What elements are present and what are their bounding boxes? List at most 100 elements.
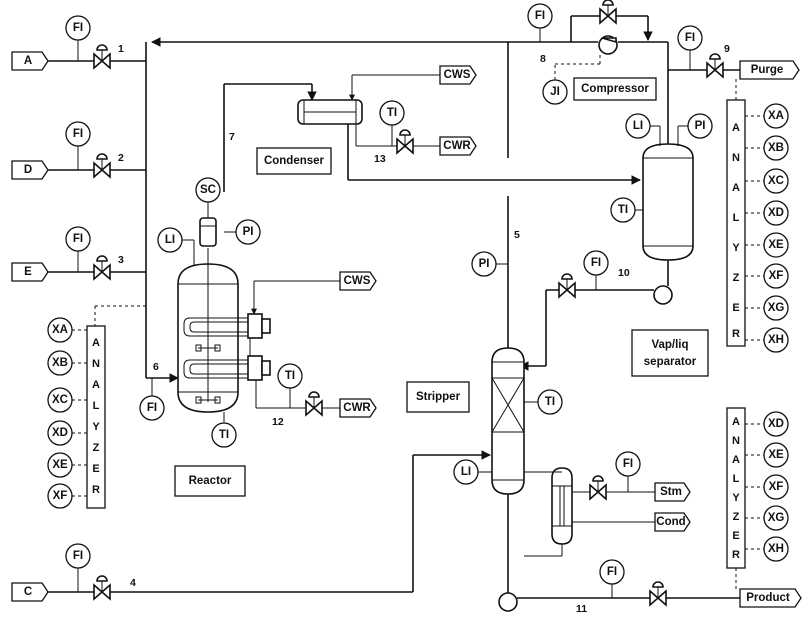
purge-label: Purge: [751, 64, 784, 76]
compressor-label-box: Compressor: [573, 77, 657, 101]
svg-text:A: A: [732, 122, 740, 134]
stream-numbers: 1 2 3 4 5 6 7 8 9 10 11 12 13: [118, 43, 730, 615]
feed-a-stream: A: [11, 51, 49, 71]
svg-text:FI: FI: [607, 566, 617, 578]
svg-text:Z: Z: [93, 442, 100, 454]
svg-text:CWR: CWR: [343, 402, 371, 414]
svg-text:N: N: [732, 152, 740, 164]
svg-text:PI: PI: [695, 120, 706, 132]
purge-line: Purge: [668, 53, 800, 80]
svg-text:XF: XF: [769, 270, 784, 282]
svg-text:XE: XE: [768, 239, 784, 251]
svg-text:CWS: CWS: [444, 69, 471, 81]
svg-text:XB: XB: [52, 357, 68, 369]
vap-liq-separator: [642, 143, 694, 261]
svg-text:E: E: [732, 302, 739, 314]
svg-text:XG: XG: [768, 302, 785, 314]
svg-text:R: R: [732, 328, 740, 340]
svg-text:TI: TI: [545, 396, 555, 408]
stream-7: 7: [229, 131, 235, 143]
svg-text:R: R: [92, 484, 100, 496]
reactor-label: Reactor: [189, 475, 232, 487]
analyzer-purge-outputs: XA XB XC XD XE XF XG XH: [745, 103, 789, 353]
svg-text:XA: XA: [768, 110, 784, 122]
stream-4: 4: [130, 577, 136, 589]
feed-c-label: C: [24, 586, 32, 598]
stream-2: 2: [118, 152, 124, 164]
compressor: [598, 35, 618, 55]
svg-text:Stm: Stm: [660, 486, 682, 498]
svg-text:L: L: [93, 400, 100, 412]
fi-purge: FI: [677, 25, 703, 70]
svg-text:Y: Y: [732, 242, 740, 254]
separator-label-line2: separator: [644, 356, 697, 368]
svg-text:XB: XB: [768, 142, 784, 154]
svg-text:Y: Y: [92, 421, 100, 433]
fi-steam: FI: [615, 451, 641, 492]
stream-1: 1: [118, 43, 124, 55]
svg-text:Cond: Cond: [656, 516, 685, 528]
stream-3: 3: [118, 254, 124, 266]
svg-text:A: A: [92, 337, 100, 349]
stripper: [491, 347, 525, 495]
fi-feed-a: FI: [65, 15, 91, 61]
svg-text:CWS: CWS: [344, 275, 371, 287]
li-reactor: LI: [157, 227, 195, 266]
reactor: [177, 248, 271, 413]
feed-c-stream: C: [11, 582, 49, 602]
product-label: Product: [746, 592, 790, 604]
reactor-cooling-lines: [251, 280, 340, 417]
fi-feed-c: FI: [65, 543, 91, 592]
recycle-line: [151, 0, 669, 158]
svg-text:R: R: [732, 549, 740, 561]
svg-text:TI: TI: [618, 204, 628, 216]
svg-text:PI: PI: [243, 226, 254, 238]
separator-label-line1: Vap/liq: [651, 339, 688, 351]
svg-text:E: E: [732, 530, 739, 542]
analyzer-reactor-feed-outputs: XA XB XC XD XE XF: [47, 317, 87, 509]
svg-text:XE: XE: [52, 459, 68, 471]
svg-text:XH: XH: [768, 543, 784, 555]
ti-reactor: TI: [211, 412, 237, 448]
svg-text:XD: XD: [52, 427, 68, 439]
fi-separator-underflow: FI: [583, 250, 609, 290]
condenser-label: Condenser: [264, 155, 325, 167]
svg-text:L: L: [733, 212, 740, 224]
svg-text:A: A: [732, 454, 740, 466]
svg-text:FI: FI: [73, 22, 83, 34]
ti-separator: TI: [610, 197, 643, 223]
svg-text:XC: XC: [52, 394, 68, 406]
svg-text:LI: LI: [165, 234, 175, 246]
svg-text:Z: Z: [733, 272, 740, 284]
stream-9: 9: [724, 43, 730, 55]
fi-feed-e: FI: [65, 226, 91, 272]
svg-text:XD: XD: [768, 207, 784, 219]
fi-feed-d: FI: [65, 121, 91, 170]
pi-stripper: PI: [471, 251, 508, 277]
analyzer-product-outputs: XD XE XF XG XH: [745, 411, 789, 562]
fi-reactor-feed: FI: [139, 378, 165, 421]
stream-11: 11: [576, 603, 587, 615]
svg-text:A: A: [732, 416, 740, 428]
svg-text:XC: XC: [768, 175, 784, 187]
stream-6: 6: [153, 361, 159, 373]
sc-reactor: SC: [195, 177, 221, 218]
analyzer-purge: A N A L Y Z E R: [726, 79, 746, 347]
svg-text:PI: PI: [479, 258, 490, 270]
svg-text:FI: FI: [591, 257, 601, 269]
svg-text:TI: TI: [219, 429, 229, 441]
svg-text:FI: FI: [623, 458, 633, 470]
svg-text:LI: LI: [461, 466, 471, 478]
svg-text:TI: TI: [387, 107, 397, 119]
svg-text:LI: LI: [633, 120, 643, 132]
feed-e-stream: E: [11, 262, 49, 282]
svg-text:XH: XH: [768, 334, 784, 346]
svg-text:FI: FI: [147, 402, 157, 414]
condenser-cwr: CWR: [396, 129, 477, 156]
svg-text:XF: XF: [769, 481, 784, 493]
stream-12: 12: [272, 416, 284, 428]
separator-underflow: [519, 260, 673, 371]
valve-feed-a: [93, 44, 111, 70]
stripper-label: Stripper: [416, 391, 461, 403]
feed-a-label: A: [24, 55, 32, 67]
